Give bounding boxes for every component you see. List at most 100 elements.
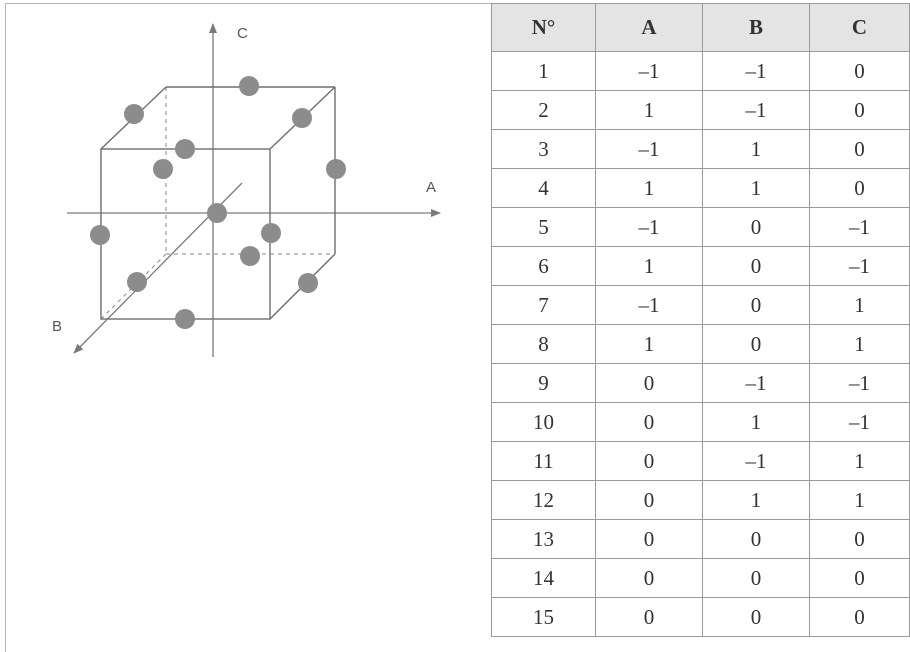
cell-a: 0 — [595, 441, 703, 481]
cell-b: –1 — [702, 441, 810, 481]
cell-c: –1 — [809, 246, 910, 286]
cell-b: –1 — [702, 90, 810, 130]
design-point — [326, 159, 346, 179]
cell-b: 0 — [702, 285, 810, 325]
cell-a: 0 — [595, 402, 703, 442]
design-point — [127, 272, 147, 292]
cell-a: –1 — [595, 285, 703, 325]
cell-c: 1 — [809, 285, 910, 325]
cell-b: 1 — [702, 168, 810, 208]
cell-b: 0 — [702, 207, 810, 247]
design-point — [153, 159, 173, 179]
cell-run: 15 — [491, 597, 596, 637]
cell-c: 0 — [809, 558, 910, 598]
cell-b: 0 — [702, 246, 810, 286]
cell-a: –1 — [595, 207, 703, 247]
cell-c: 0 — [809, 129, 910, 169]
design-point — [207, 203, 227, 223]
cell-c: 1 — [809, 480, 910, 520]
cell-a: 0 — [595, 363, 703, 403]
cell-c: 0 — [809, 90, 910, 130]
header-factor-a: A — [595, 3, 703, 52]
cell-run: 1 — [491, 51, 596, 91]
cell-c: 0 — [809, 51, 910, 91]
cell-a: –1 — [595, 51, 703, 91]
cell-c: 0 — [809, 519, 910, 559]
cell-run: 5 — [491, 207, 596, 247]
header-factor-b: B — [702, 3, 810, 52]
cell-b: 0 — [702, 597, 810, 637]
design-point — [298, 273, 318, 293]
cell-a: 1 — [595, 90, 703, 130]
cell-b: 1 — [702, 129, 810, 169]
cell-c: 1 — [809, 324, 910, 364]
cell-a: 0 — [595, 558, 703, 598]
cell-c: 0 — [809, 168, 910, 208]
cell-b: –1 — [702, 363, 810, 403]
design-point — [124, 104, 144, 124]
cell-run: 12 — [491, 480, 596, 520]
cell-b: –1 — [702, 51, 810, 91]
cell-b: 0 — [702, 519, 810, 559]
cube-diagram: C A B — [52, 23, 441, 357]
cell-c: –1 — [809, 363, 910, 403]
design-point — [292, 108, 312, 128]
cell-a: 1 — [595, 324, 703, 364]
cell-c: –1 — [809, 402, 910, 442]
cell-run: 9 — [491, 363, 596, 403]
header-run-number: N° — [491, 3, 596, 52]
cube-diagram-svg: C A B — [52, 23, 441, 357]
table-header-row: N° A B C — [491, 3, 910, 52]
cell-a: 0 — [595, 519, 703, 559]
cell-b: 1 — [702, 402, 810, 442]
axes — [67, 23, 441, 357]
design-point — [239, 76, 259, 96]
cell-run: 14 — [491, 558, 596, 598]
design-point — [240, 246, 260, 266]
cell-c: –1 — [809, 207, 910, 247]
cell-b: 1 — [702, 480, 810, 520]
cell-run: 4 — [491, 168, 596, 208]
design-point — [90, 225, 110, 245]
header-factor-c: C — [809, 3, 910, 52]
cell-run: 10 — [491, 402, 596, 442]
cell-a: 0 — [595, 480, 703, 520]
cell-run: 7 — [491, 285, 596, 325]
cell-run: 6 — [491, 246, 596, 286]
cell-a: 1 — [595, 246, 703, 286]
cell-run: 3 — [491, 129, 596, 169]
cell-run: 11 — [491, 441, 596, 481]
cell-c: 0 — [809, 597, 910, 637]
cell-run: 8 — [491, 324, 596, 364]
design-points — [90, 76, 346, 329]
cell-run: 2 — [491, 90, 596, 130]
cell-a: –1 — [595, 129, 703, 169]
cell-b: 0 — [702, 558, 810, 598]
axis-label-a: A — [426, 179, 436, 196]
design-point — [175, 309, 195, 329]
figure-frame — [5, 3, 909, 652]
design-point — [175, 139, 195, 159]
axis-label-c: C — [237, 25, 248, 42]
cell-a: 0 — [595, 597, 703, 637]
cell-run: 13 — [491, 519, 596, 559]
cell-c: 1 — [809, 441, 910, 481]
cell-a: 1 — [595, 168, 703, 208]
design-point — [261, 223, 281, 243]
